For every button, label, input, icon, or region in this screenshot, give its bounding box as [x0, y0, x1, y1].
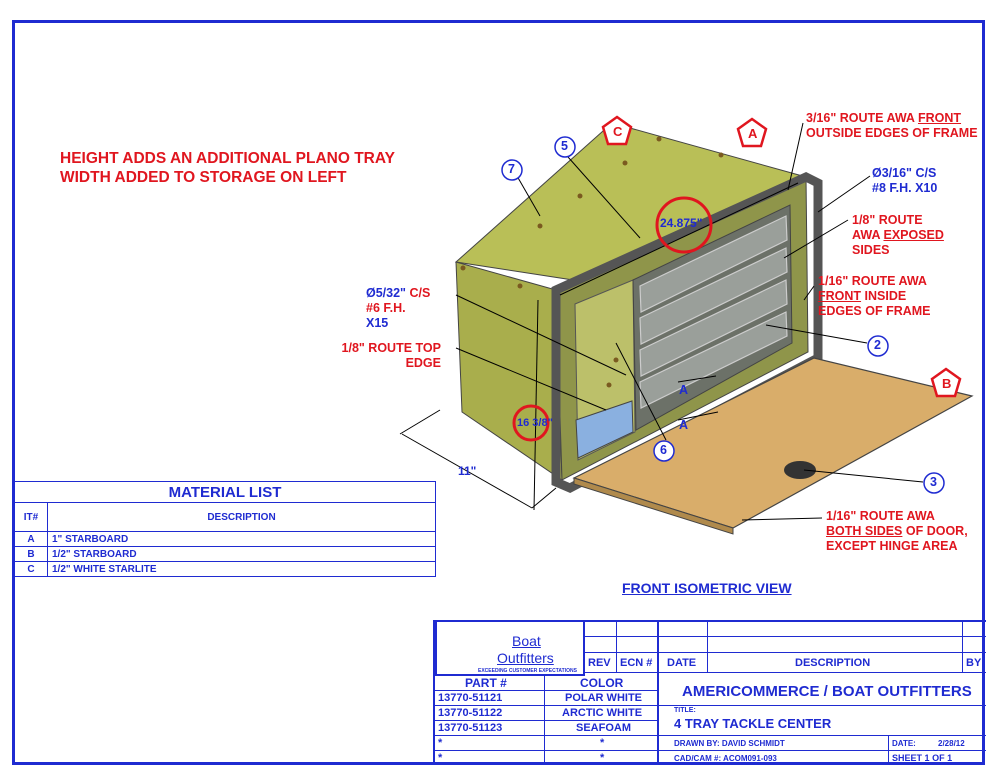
company-name: AMERICOMMERCE / BOAT OUTFITTERS: [682, 683, 972, 700]
blue-panel: [575, 400, 634, 459]
note-route-exposed: 1/8" ROUTE AWA EXPOSED SIDES: [852, 213, 944, 257]
part-row-5: *: [438, 752, 443, 764]
col-description: DESCRIPTION: [47, 502, 436, 532]
balloon-3-label: 3: [930, 475, 937, 489]
color-row-4: *: [600, 737, 605, 749]
note-route-top: 1/8" ROUTE TOP EDGE: [341, 341, 441, 370]
col-item: IT#: [14, 502, 48, 532]
cabinet-side: [455, 261, 563, 481]
marker-c-label: C: [613, 124, 623, 139]
drawing-date: 2/28/12: [938, 739, 965, 748]
drawing-border: [12, 20, 985, 765]
design-notes: HEIGHT ADDS AN ADDITIONAL PLANO TRAY WID…: [60, 149, 395, 187]
date-label: DATE:: [892, 739, 916, 748]
balloon-3: [923, 472, 945, 494]
ecn-header: ECN #: [620, 657, 653, 669]
note-route-front-outside: 3/16" ROUTE AWA FRONT OUTSIDE EDGES OF F…: [806, 111, 978, 140]
balloon-5-label: 5: [561, 139, 568, 153]
part-row-3: 13770-51123: [438, 722, 503, 734]
depth-dimension: 11": [458, 464, 477, 478]
by-header: BY: [966, 657, 982, 669]
note-door: 1/16" ROUTE AWA BOTH SIDES OF DOOR, EXCE…: [826, 509, 968, 553]
section-marker-2: A: [679, 418, 689, 432]
color-row-5: *: [600, 752, 605, 764]
color-row-1: POLAR WHITE: [565, 692, 642, 704]
marker-b: [930, 367, 962, 398]
note-width: WIDTH ADDED TO STORAGE ON LEFT: [60, 169, 347, 186]
tray-1: [639, 215, 788, 313]
balloon-6-label: 6: [660, 443, 667, 457]
balloon-7-label: 7: [508, 162, 515, 176]
drawn-by: DRAWN BY: DAVID SCHMIDT: [674, 739, 785, 748]
width-dim-circle: [655, 196, 713, 254]
part-row-4: *: [438, 737, 443, 749]
marker-b-label: B: [942, 376, 952, 391]
note-height: HEIGHT ADDS AN ADDITIONAL PLANO TRAY: [60, 150, 395, 167]
title-label: TITLE:: [674, 707, 696, 714]
door-edge: [573, 477, 734, 535]
logo-box: [435, 620, 585, 676]
part-header: PART #: [465, 676, 507, 690]
logo-tagline: EXCEEDING CUSTOMER EXPECTATIONS: [478, 668, 577, 674]
color-row-2: ARCTIC WHITE: [562, 707, 643, 719]
rev-header: REV: [588, 657, 611, 669]
latch: [784, 461, 816, 479]
width-dimension: 24.875": [660, 216, 703, 230]
tray-3: [639, 279, 788, 377]
height-dimension: 16 3/8": [517, 417, 553, 429]
material-list-title: MATERIAL LIST: [14, 481, 436, 503]
balloon-7: [501, 159, 523, 181]
view-title: FRONT ISOMETRIC VIEW: [622, 580, 792, 596]
note-route-front-inside: 1/16" ROUTE AWA FRONT INSIDE EDGES OF FR…: [818, 274, 931, 318]
balloon-2: [867, 335, 889, 357]
color-row-3: SEAFOAM: [576, 722, 631, 734]
sheet-info: SHEET 1 OF 1: [892, 753, 953, 763]
color-header: COLOR: [580, 676, 624, 690]
logo-line1: Boat: [512, 633, 541, 649]
cad-number: CAD/CAM #: ACOM091-093: [674, 754, 777, 763]
balloon-2-label: 2: [874, 338, 881, 352]
date-header: DATE: [667, 657, 697, 669]
part-row-2: 13770-51122: [438, 707, 503, 719]
height-dim-circle: [512, 404, 550, 442]
description-header: DESCRIPTION: [795, 657, 871, 669]
balloon-6: [653, 440, 675, 462]
front-frame: [551, 172, 823, 493]
note-cs-left: Ø5/32" C/S #6 F.H. X15: [366, 286, 431, 330]
tray-4: [639, 311, 788, 409]
marker-a: [736, 117, 768, 148]
marker-c: [601, 115, 633, 146]
section-marker-1: A: [679, 383, 689, 397]
part-row-1: 13770-51121: [438, 692, 503, 704]
drawing-title: 4 TRAY TACKLE CENTER: [674, 716, 832, 731]
marker-a-label: A: [748, 126, 758, 141]
logo-line2: Outfitters: [497, 650, 554, 666]
balloon-5: [554, 136, 576, 158]
tray-2: [639, 247, 788, 345]
note-cs-right: Ø3/16" C/S #8 F.H. X10: [872, 166, 938, 195]
